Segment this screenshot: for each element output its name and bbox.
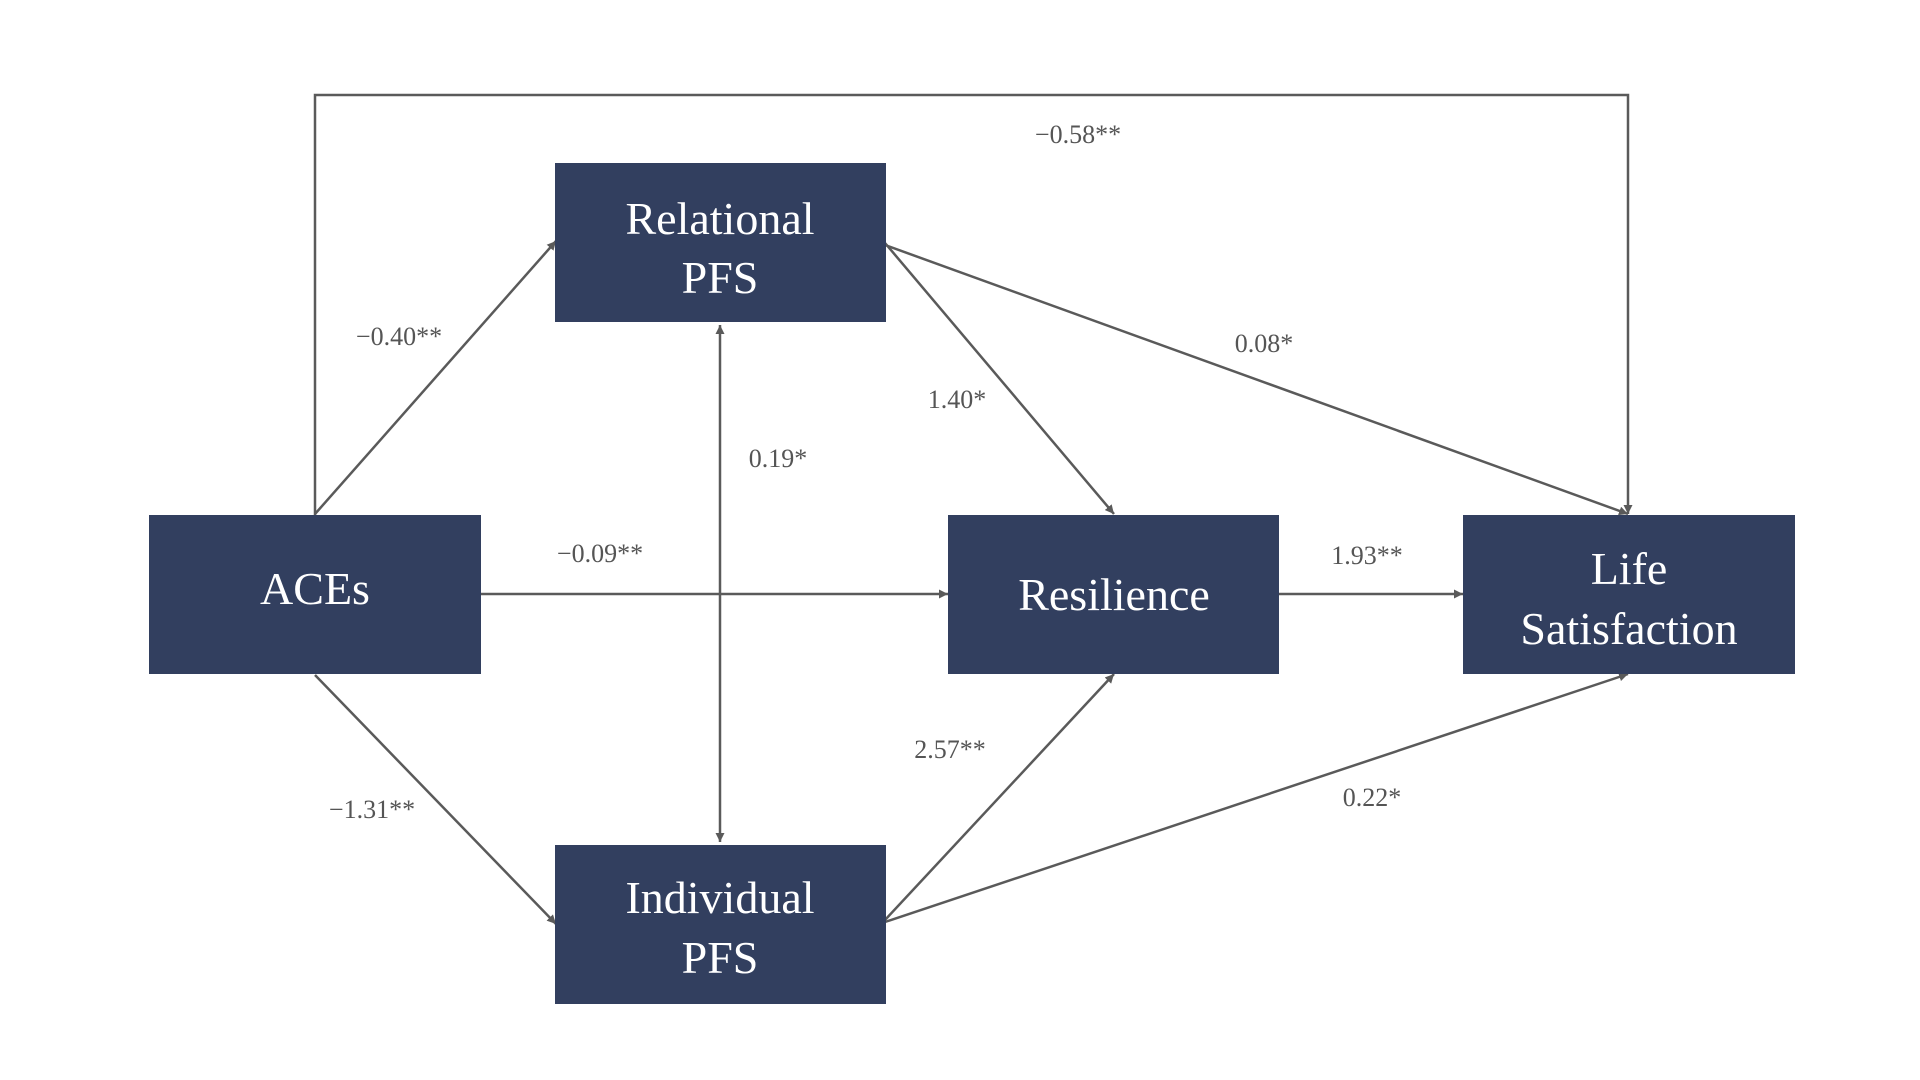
coef-relational-pfs-to-life-satisfaction: 0.08* bbox=[1235, 329, 1294, 358]
coef-aces-to-resilience: −0.09** bbox=[557, 539, 643, 568]
node-life-satisfaction: Life Satisfaction bbox=[1463, 515, 1795, 674]
node-resilience-label: Resilience bbox=[1018, 569, 1210, 620]
node-aces: ACEs bbox=[149, 515, 481, 674]
node-relational-pfs: Relational PFS bbox=[555, 163, 886, 322]
coef-individual-pfs-to-resilience: 2.57** bbox=[914, 735, 986, 764]
node-life-satisfaction-label-line1: Life bbox=[1591, 543, 1668, 594]
coef-relational-pfs-to-resilience: 1.40* bbox=[928, 385, 987, 414]
coef-relational-individual-pfs: 0.19* bbox=[749, 444, 808, 473]
coef-resilience-to-life-satisfaction: 1.93** bbox=[1331, 541, 1403, 570]
coef-aces-to-life-satisfaction: −0.58** bbox=[1035, 120, 1121, 149]
node-individual-pfs-label-line2: PFS bbox=[682, 932, 759, 983]
node-resilience: Resilience bbox=[948, 515, 1279, 674]
node-relational-pfs-label-line2: PFS bbox=[682, 252, 759, 303]
edge-aces-to-individual-pfs bbox=[314, 674, 557, 925]
node-life-satisfaction-label-line2: Satisfaction bbox=[1520, 603, 1737, 654]
node-individual-pfs: Individual PFS bbox=[555, 845, 886, 1004]
edge-relational-pfs-to-resilience bbox=[884, 242, 1115, 515]
coef-individual-pfs-to-life-satisfaction: 0.22* bbox=[1343, 783, 1402, 812]
edge-individual-pfs-to-resilience bbox=[884, 673, 1115, 921]
edge-individual-pfs-to-life-satisfaction bbox=[884, 672, 1629, 924]
coef-aces-to-relational-pfs: −0.40** bbox=[356, 322, 442, 351]
node-individual-pfs-label-line1: Individual bbox=[625, 872, 814, 923]
coef-aces-to-individual-pfs: −1.31** bbox=[329, 795, 415, 824]
edge-relational-pfs-to-life-satisfaction bbox=[884, 243, 1629, 516]
edge-aces-to-life-satisfaction bbox=[313, 93, 1633, 516]
edge-aces-to-relational-pfs bbox=[314, 240, 557, 515]
node-relational-pfs-label-line1: Relational bbox=[625, 193, 814, 244]
node-aces-label: ACEs bbox=[260, 563, 370, 614]
